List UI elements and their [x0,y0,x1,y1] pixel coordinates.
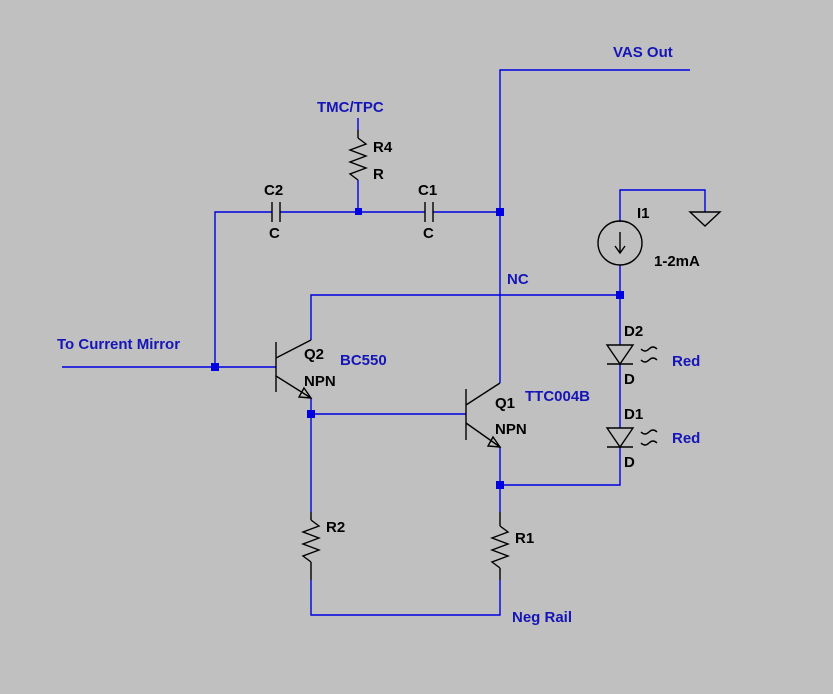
net-label-nc: NC [507,271,529,288]
led-d1[interactable] [605,427,658,449]
led-d2[interactable] [605,344,658,366]
junction-dot [496,481,504,489]
r4-value: R [373,166,384,183]
transistor-q1[interactable] [465,382,502,448]
ground-icon [688,211,722,227]
q2-part: BC550 [340,352,387,369]
i1-value: 1-2mA [654,253,700,270]
resistor-r1[interactable] [490,512,510,580]
transistor-q2[interactable] [275,339,313,399]
resistor-r2[interactable] [301,512,321,580]
d2-value: D [624,371,635,388]
q2-type: NPN [304,373,336,390]
wire-d1-bottom [500,447,621,486]
r4-ref: R4 [373,139,393,156]
wire-c2-left [214,211,272,367]
r1-ref: R1 [515,530,534,547]
net-label-current-mirror: To Current Mirror [57,336,180,353]
junction-dot [616,291,624,299]
junction-dot [355,208,362,215]
net-label-neg-rail: Neg Rail [512,609,572,626]
net-label-vas-out: VAS Out [613,44,673,61]
q1-type: NPN [495,421,527,438]
c1-ref: C1 [418,182,437,199]
c1-value: C [423,225,434,242]
wire-i1-top [619,189,706,222]
current-source-i1[interactable] [597,220,643,266]
c2-value: C [269,225,280,242]
q1-part: TTC004B [525,388,590,405]
resistor-r4[interactable] [348,118,368,181]
wire-neg-rail [310,580,501,616]
i1-ref: I1 [637,205,650,222]
junction-dot [496,208,504,216]
q2-ref: Q2 [304,346,324,363]
wire-nc [310,294,620,340]
junctions [211,208,624,489]
net-label-tmc-tpc: TMC/TPC [317,99,384,116]
junction-dot [211,363,219,371]
capacitor-c1[interactable] [424,202,434,222]
d1-ref: D1 [624,406,643,423]
d2-color: Red [672,353,700,370]
c2-ref: C2 [264,182,283,199]
d2-ref: D2 [624,323,643,340]
r2-ref: R2 [326,519,345,536]
q1-ref: Q1 [495,395,515,412]
d1-value: D [624,454,635,471]
d1-color: Red [672,430,700,447]
junction-dot [307,410,315,418]
wire-vas-out [499,69,690,212]
capacitor-c2[interactable] [271,202,281,222]
